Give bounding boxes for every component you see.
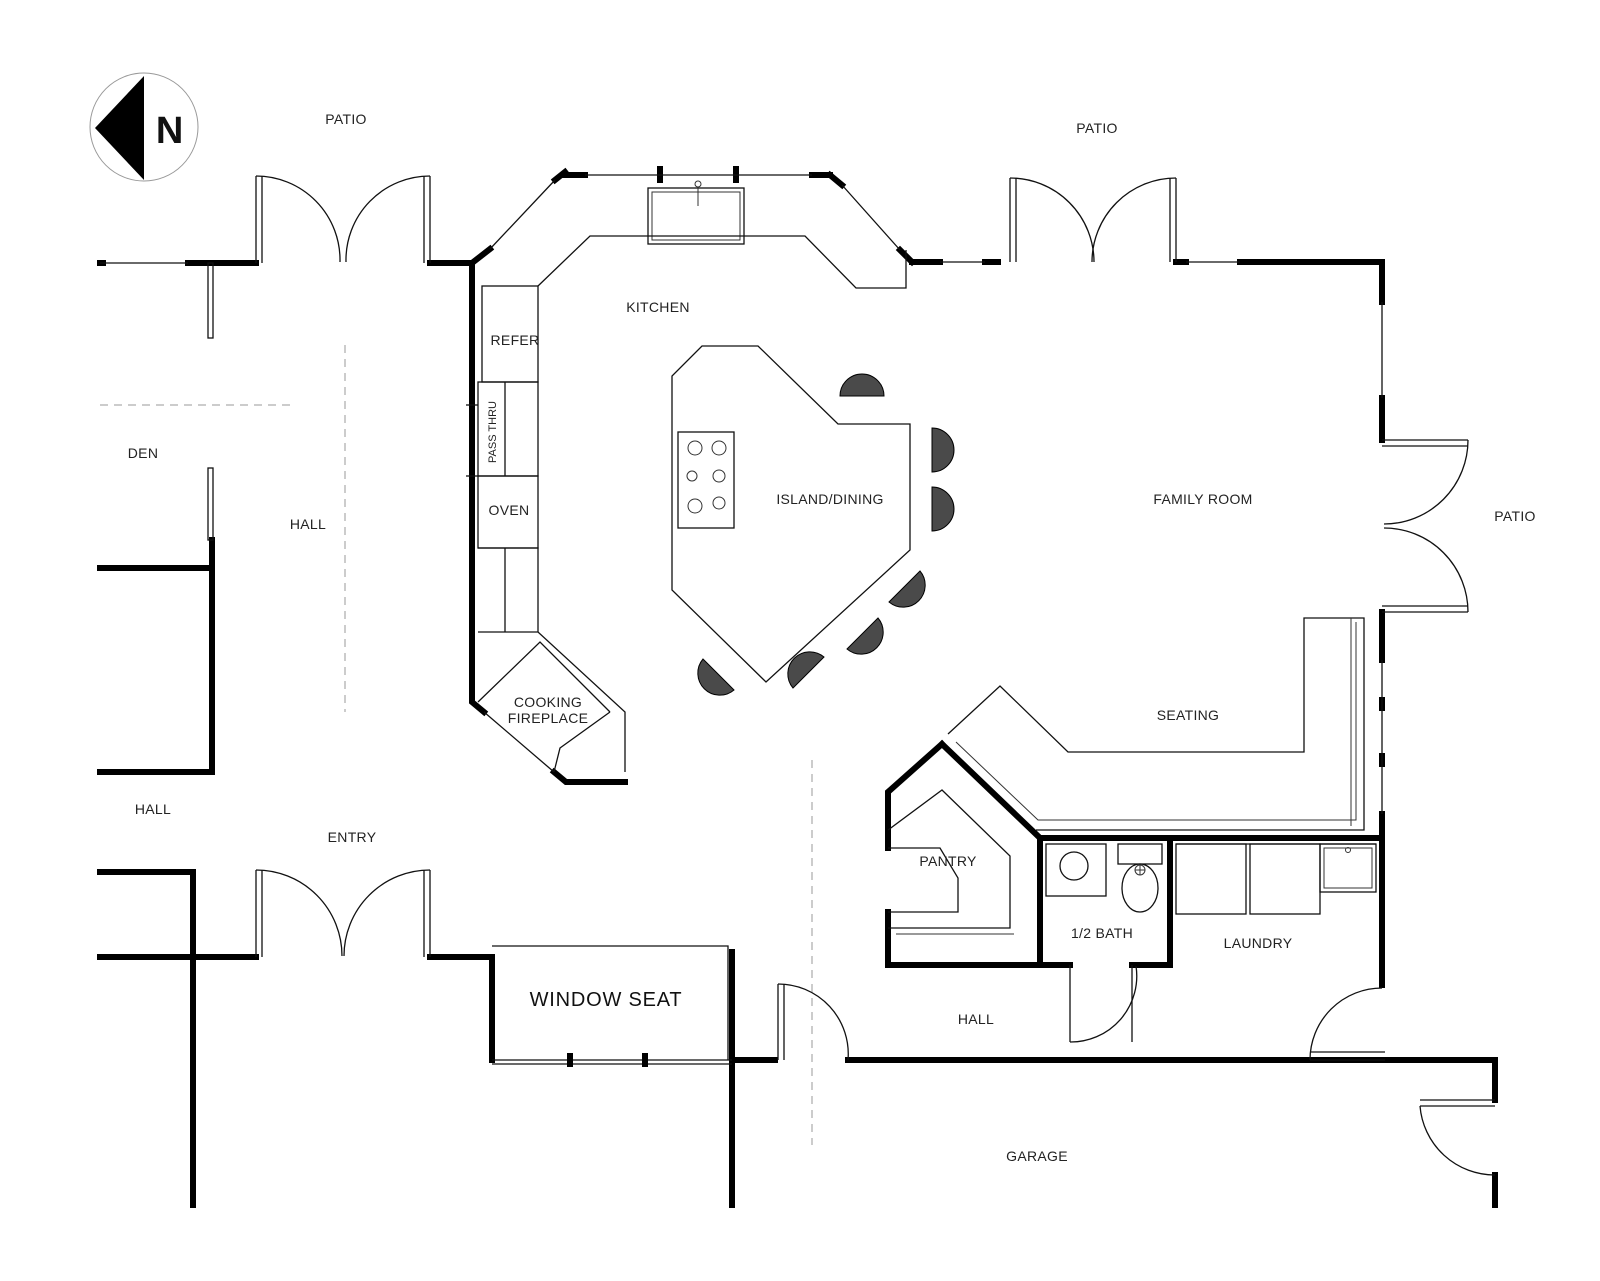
label-patio-east: PATIO (1494, 508, 1535, 524)
label-fireplace: FIREPLACE (508, 710, 589, 726)
label-kitchen: KITCHEN (626, 299, 690, 315)
label-oven: OVEN (489, 502, 530, 518)
label-pantry: PANTRY (919, 853, 977, 869)
walls (97, 166, 1498, 1208)
label-hall-west: HALL (290, 516, 326, 532)
label-garage: GARAGE (1006, 1148, 1068, 1164)
label-hall-southwest: HALL (135, 801, 171, 817)
label-family-room: FAMILY ROOM (1153, 491, 1252, 507)
label-den: DEN (128, 445, 158, 461)
room-labels: PATIO PATIO PATIO KITCHEN REFER PASS THR… (128, 111, 1536, 1164)
label-seating: SEATING (1157, 707, 1220, 723)
north-arrow-icon: N (89, 72, 199, 182)
label-half-bath: 1/2 BATH (1071, 925, 1133, 941)
label-entry: ENTRY (328, 829, 377, 845)
label-island-dining: ISLAND/DINING (776, 491, 883, 507)
label-hall-south: HALL (958, 1011, 994, 1027)
label-refer: REFER (491, 332, 540, 348)
label-laundry: LAUNDRY (1224, 935, 1293, 951)
label-window-seat: WINDOW SEAT (530, 989, 683, 1011)
north-letter: N (156, 110, 184, 152)
fixtures (100, 174, 1496, 1176)
label-patio-north: PATIO (1076, 120, 1117, 136)
label-cooking: COOKING (514, 694, 582, 710)
label-pass-thru: PASS THRU (487, 401, 499, 463)
label-patio-west: PATIO (325, 111, 366, 127)
